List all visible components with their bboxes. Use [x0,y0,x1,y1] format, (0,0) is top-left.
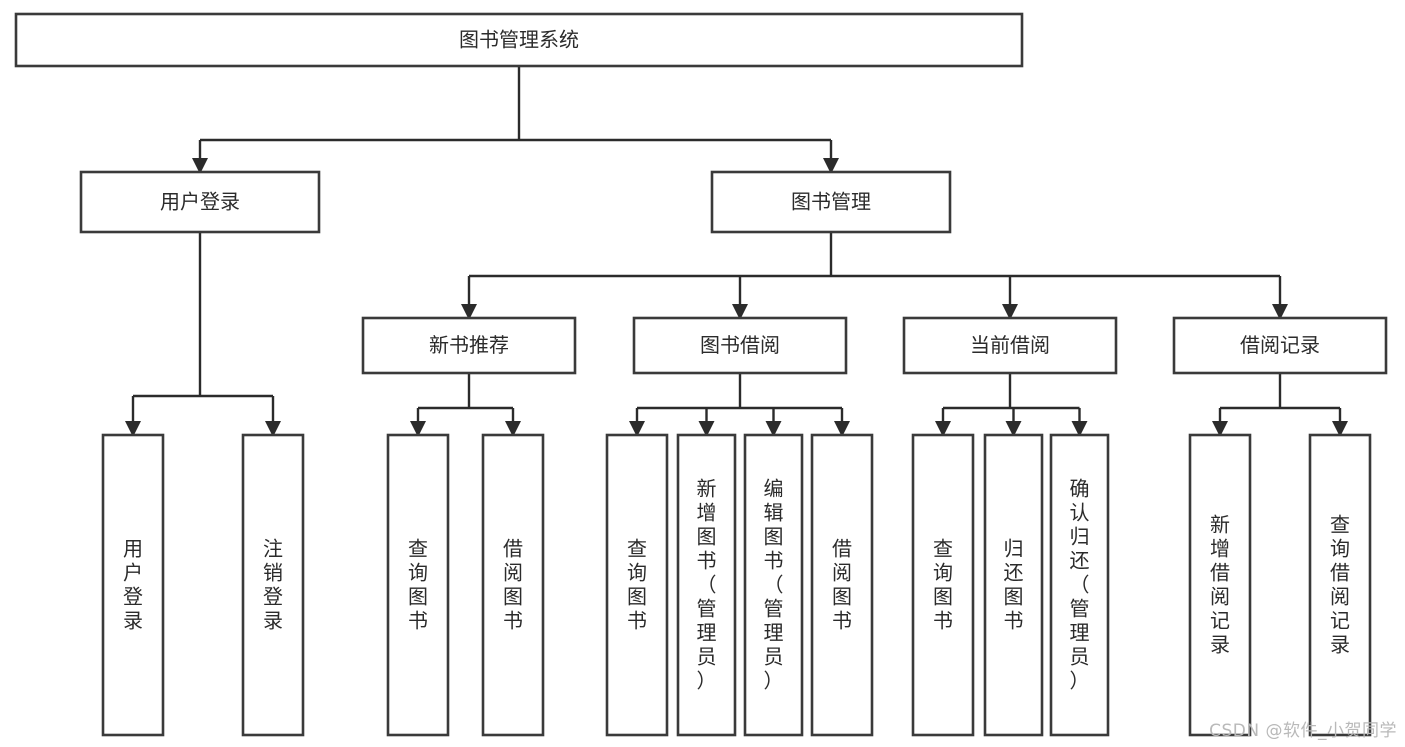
connector-user-login-to-leaves [125,232,281,437]
node-box [386,433,450,737]
node-box [1308,433,1372,737]
node-label: 借阅记录 [1240,333,1320,357]
node-label: 借阅图书 [503,537,523,633]
node-label: 归还图书 [1004,537,1024,633]
leaf-node-归还图书[interactable]: 归还图书 [983,433,1044,737]
node-label: 查询图书 [933,537,953,633]
level2-node-用户登录[interactable]: 用户登录 [79,170,321,234]
connector-新书推荐-to-leaves [410,373,521,437]
leaf-node-新增借阅记录[interactable]: 新增借阅记录 [1188,433,1252,737]
node-label: 新书推荐 [429,333,509,357]
root-node-图书管理系统[interactable]: 图书管理系统 [14,12,1024,68]
node-label: 确认归还（管理员） [1070,477,1090,693]
node-label: 注销登录 [263,537,283,633]
node-box [1188,433,1252,737]
node-box [1172,316,1388,375]
node-label: 图书管理 [791,190,871,214]
level3-node-当前借阅[interactable]: 当前借阅 [902,316,1118,375]
leaf-node-查询图书[interactable]: 查询图书 [911,433,975,737]
node-box [710,170,952,234]
node-label: 查询图书 [408,537,428,633]
node-label: 新增借阅记录 [1210,513,1230,657]
leaf-node-查询图书[interactable]: 查询图书 [386,433,450,737]
level3-node-借阅记录[interactable]: 借阅记录 [1172,316,1388,375]
leaf-node-查询借阅记录[interactable]: 查询借阅记录 [1308,433,1372,737]
node-box [241,433,305,737]
leaf-node-编辑图书管理员[interactable]: 编辑图书（管理员） [743,433,804,737]
node-label: 图书借阅 [700,333,780,357]
node-label: 借阅图书 [832,537,852,633]
leaf-node-用户登录[interactable]: 用户登录 [101,433,165,737]
node-box [101,433,165,737]
leaf-node-注销登录[interactable]: 注销登录 [241,433,305,737]
node-label: 编辑图书（管理员） [764,477,784,693]
node-box [361,316,577,375]
node-box [743,433,804,737]
node-box [79,170,321,234]
node-box [481,433,545,737]
node-box [605,433,669,737]
connector-图书借阅-to-leaves [629,373,850,437]
connector-book-management-to-level3 [461,232,1288,320]
connector-当前借阅-to-leaves [935,373,1088,437]
leaf-node-新增图书管理员[interactable]: 新增图书（管理员） [676,433,737,737]
connector-借阅记录-to-leaves [1212,373,1348,437]
node-box [632,316,848,375]
level3-node-新书推荐[interactable]: 新书推荐 [361,316,577,375]
node-label: 用户登录 [123,537,143,633]
node-box [902,316,1118,375]
leaf-node-借阅图书[interactable]: 借阅图书 [481,433,545,737]
node-label: 查询借阅记录 [1330,513,1350,657]
node-layer: 图书管理系统用户登录图书管理新书推荐图书借阅当前借阅借阅记录用户登录注销登录查询… [14,12,1388,737]
node-box [1049,433,1110,737]
leaf-node-查询图书[interactable]: 查询图书 [605,433,669,737]
node-box [911,433,975,737]
watermark-text: CSDN @软件_小贺同学 [1209,721,1397,741]
connector-root-to-level2 [192,66,839,174]
leaf-node-借阅图书[interactable]: 借阅图书 [810,433,874,737]
node-label: 新增图书（管理员） [697,477,717,693]
level2-node-图书管理[interactable]: 图书管理 [710,170,952,234]
connector-layer [125,66,1348,437]
node-label: 当前借阅 [970,333,1050,357]
node-label: 查询图书 [627,537,647,633]
node-box [983,433,1044,737]
node-box [810,433,874,737]
node-label: 用户登录 [160,190,240,214]
leaf-node-确认归还管理员[interactable]: 确认归还（管理员） [1049,433,1110,737]
node-box [14,12,1024,68]
node-box [676,433,737,737]
node-label: 图书管理系统 [459,28,579,52]
level3-node-图书借阅[interactable]: 图书借阅 [632,316,848,375]
